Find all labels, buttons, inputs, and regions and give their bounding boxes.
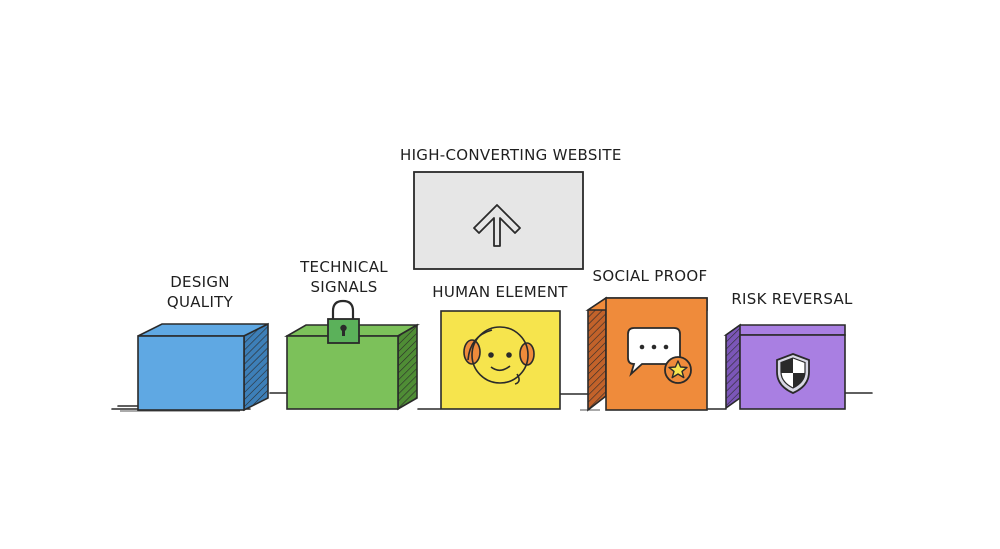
social-proof-block xyxy=(585,296,708,412)
speech-bubble-star-icon xyxy=(627,327,692,384)
block-label-design-quality: DESIGN QUALITY xyxy=(166,273,234,311)
block-label-technical-signals: TECHNICAL SIGNALS xyxy=(300,258,388,296)
block-label-risk-reversal: RISK REVERSAL xyxy=(731,290,853,308)
shield-icon xyxy=(776,353,810,394)
smiling-face-icon xyxy=(463,326,535,385)
diagram-title: HIGH-CONVERTING WEBSITE xyxy=(400,146,622,164)
arrow-up-icon xyxy=(473,204,521,247)
technical-signals-block xyxy=(284,299,420,411)
block-label-human-element: HUMAN ELEMENT xyxy=(432,283,568,301)
human-element-block xyxy=(440,310,561,410)
block-label-social-proof: SOCIAL PROOF xyxy=(592,267,708,285)
risk-reversal-block xyxy=(723,323,846,410)
design-quality-block xyxy=(137,322,269,412)
high-converting-website-box xyxy=(413,171,584,270)
padlock-icon xyxy=(327,299,360,344)
ground-line-lower xyxy=(120,409,600,412)
